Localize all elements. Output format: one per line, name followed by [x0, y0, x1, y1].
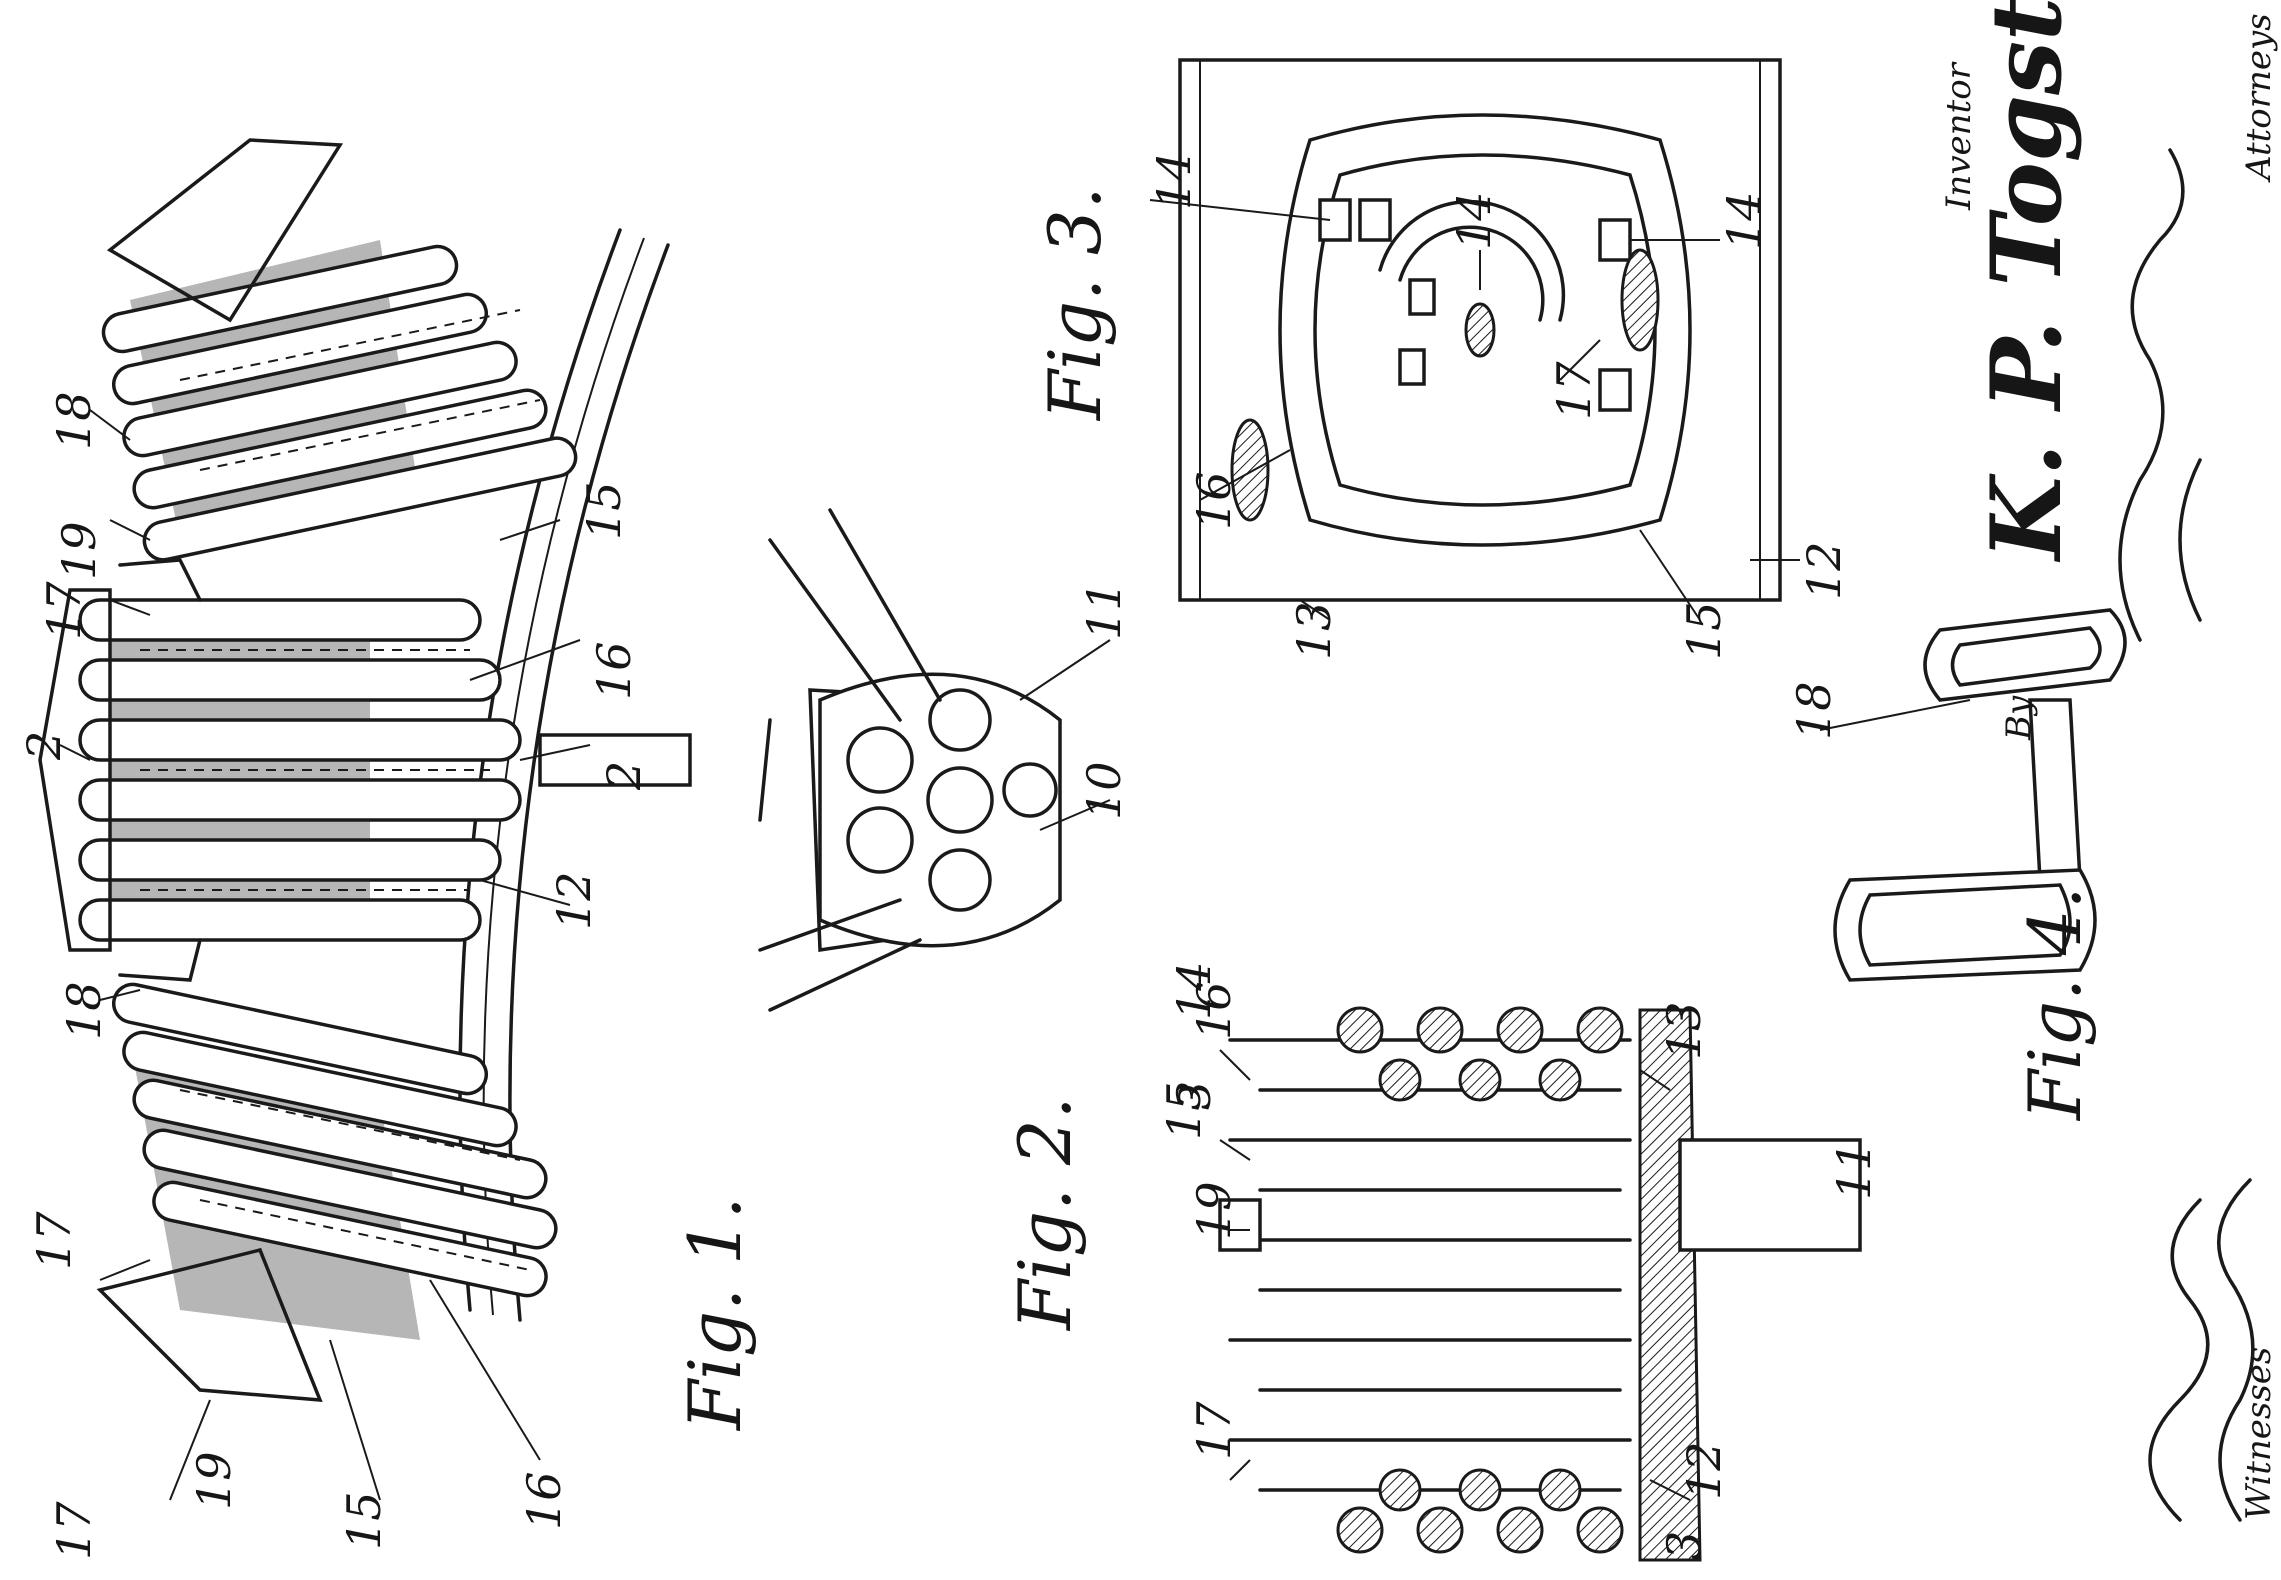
fig4-label: 18	[1787, 681, 1841, 740]
coil-cluster-middle	[38, 588, 522, 952]
fig2b-label: 15	[1157, 1081, 1211, 1140]
witnesses-caption: Witnesses	[2239, 1347, 2279, 1520]
fig2b-label: 17	[1187, 1401, 1241, 1460]
fig1-label: 16	[517, 1471, 571, 1530]
link-18-upper	[118, 558, 202, 602]
fig3-label: 15	[1677, 601, 1731, 660]
link-18-lower	[118, 938, 202, 982]
fig2-label: 10	[1077, 761, 1131, 820]
fig2b-label: 3	[1167, 1081, 1221, 1110]
by-caption: By	[1999, 695, 2039, 741]
fig1-label: 15	[337, 1491, 391, 1550]
attorney-signature	[2118, 148, 2202, 642]
fig1-label: 2	[597, 761, 651, 791]
fig2b-label: 19	[1187, 1181, 1241, 1240]
attorneys-caption: Attorneys	[2239, 13, 2279, 183]
fig1-label: 2	[17, 731, 71, 761]
fig2b-label: 3	[1657, 1531, 1711, 1560]
fig1-label: 19	[187, 1451, 241, 1510]
fig3-label: 13	[1287, 601, 1341, 660]
figure-2-hub: 11 10	[758, 508, 1131, 1012]
fig3-label: 17	[1547, 361, 1601, 420]
fig3-label: 14	[1717, 191, 1771, 250]
fig1-label: 12	[547, 871, 601, 930]
fig3-label: 14	[1447, 191, 1501, 250]
fig2b-label: 14	[1167, 961, 1221, 1020]
fig2b-label: 11	[1827, 1141, 1881, 1200]
fig2b-caption: Fig. 2.	[1003, 1096, 1087, 1332]
fig1-label: 18	[57, 981, 111, 1040]
fig3-label: 14	[1147, 151, 1201, 210]
fig2-label: 11	[1077, 581, 1131, 640]
fig3-label: 16	[1187, 471, 1241, 530]
fig1-caption: Fig. 1.	[673, 1196, 757, 1432]
coil-cluster-lower	[96, 982, 558, 1402]
inventor-caption: Inventor	[1939, 61, 1979, 211]
coil-cluster-upper	[101, 138, 578, 562]
fig2b-label: 12	[1677, 1441, 1731, 1500]
figure-2-section: 16 15 14 3 17 19 13 11 12 3 Fig. 2.	[1003, 961, 1881, 1562]
figure-3: 16 14 14 14 12 17 15 13 Fig. 3.	[1033, 58, 1851, 660]
fig1-label: 15	[577, 481, 631, 540]
fig1-label: 16	[587, 641, 641, 700]
figure-1: 17 2 17 19 18 15 16 2 12 18 19 17 15 16 …	[17, 138, 757, 1560]
fig3-caption: Fig. 3.	[1033, 186, 1117, 422]
signature-block: Inventor K. P. Togstad, By Attorneys Wit…	[1939, 0, 2279, 1522]
fig1-label: 18	[47, 391, 101, 450]
fig3-label: 12	[1797, 541, 1851, 600]
section-rods	[1218, 1006, 1632, 1554]
fig1-label: 19	[52, 521, 106, 580]
inventor-name: K. P. Togstad,	[1970, 0, 2083, 563]
fig4-caption: Fig. 4.	[2013, 886, 2097, 1122]
witness-signature-2	[2217, 1178, 2255, 1522]
fig2b-label: 16	[1187, 981, 1241, 1040]
fig1-label: 17	[27, 1211, 81, 1270]
fig1-label: 17	[47, 1501, 101, 1560]
fig1-label: 17	[37, 581, 91, 640]
figure-4: 18 Fig. 4.	[1787, 608, 2127, 1122]
fig2b-label: 13	[1657, 1001, 1711, 1060]
witness-signature-1	[2148, 1198, 2210, 1522]
